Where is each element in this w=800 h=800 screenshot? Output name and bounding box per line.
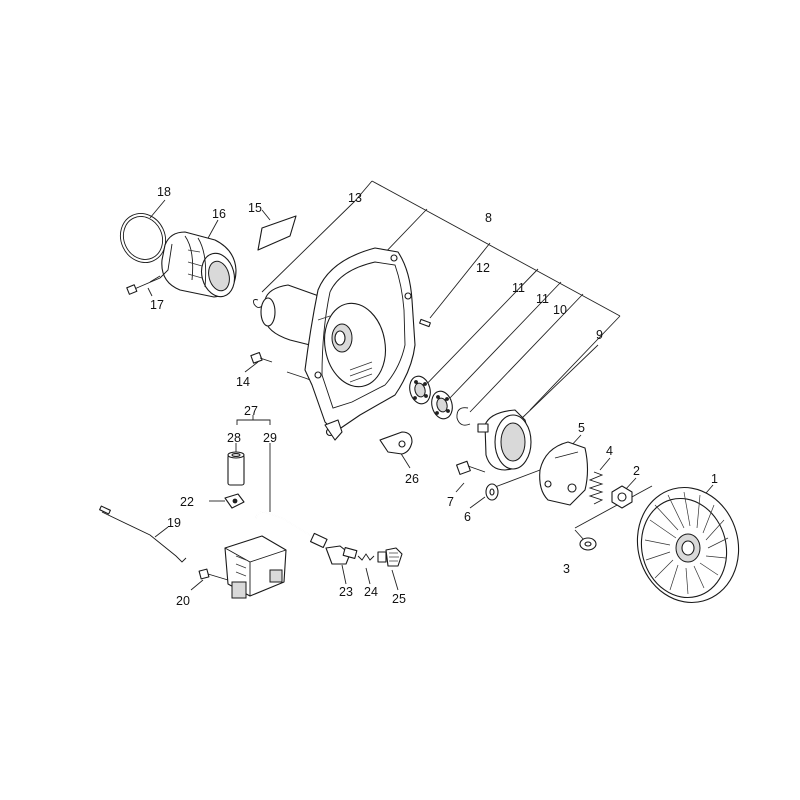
part-16-housing xyxy=(149,231,237,298)
label-9: 9 xyxy=(596,328,603,342)
part-4-spring xyxy=(588,471,604,505)
part-22-clip xyxy=(224,493,245,509)
label-8: 8 xyxy=(485,211,492,225)
label-1: 1 xyxy=(711,472,718,486)
part-26-bracket xyxy=(379,431,413,455)
label-29: 29 xyxy=(263,431,277,445)
part-6-washer xyxy=(485,483,499,501)
part-20-screw xyxy=(198,568,229,581)
label-25: 25 xyxy=(392,592,406,606)
part-10-circlip xyxy=(456,407,471,426)
leader-lines xyxy=(147,180,714,591)
label-18: 18 xyxy=(157,185,171,199)
label-4: 4 xyxy=(606,444,613,458)
label-19: 19 xyxy=(167,516,181,530)
label-23: 23 xyxy=(339,585,353,599)
part-29-ignition-lead xyxy=(255,511,328,550)
part-13-clip xyxy=(253,299,263,309)
part-1-flywheel xyxy=(636,486,740,604)
label-14: 14 xyxy=(236,375,250,389)
part-19-wire xyxy=(99,505,187,563)
label-7: 7 xyxy=(447,495,454,509)
part-12-pin xyxy=(419,318,431,328)
part-8-fan-housing xyxy=(260,247,416,441)
label-11-a: 11 xyxy=(512,281,525,295)
label-2: 2 xyxy=(633,464,640,478)
part-9-clutch-drum xyxy=(477,409,532,471)
label-6: 6 xyxy=(464,510,471,524)
label-12: 12 xyxy=(476,261,490,275)
label-20: 20 xyxy=(176,594,190,608)
label-11-b: 11 xyxy=(536,292,549,306)
callout-labels: 1 2 3 4 5 6 7 8 9 10 11 11 12 13 14 15 1… xyxy=(150,185,718,608)
label-28: 28 xyxy=(227,431,241,445)
label-3: 3 xyxy=(563,562,570,576)
label-22: 22 xyxy=(180,495,194,509)
label-24: 24 xyxy=(364,585,378,599)
label-27: 27 xyxy=(244,404,258,418)
part-18-retaining-ring xyxy=(119,213,167,263)
part-27-ignition-coil xyxy=(224,535,287,599)
part-14-screw xyxy=(250,351,273,364)
part-15-gasket xyxy=(257,215,297,251)
part-2-nut xyxy=(611,485,633,509)
label-16: 16 xyxy=(212,207,226,221)
part-3-washer xyxy=(579,537,597,551)
part-25-spark-plug xyxy=(377,547,403,567)
part-17-screw xyxy=(126,277,161,295)
label-13: 13 xyxy=(348,191,362,205)
label-17: 17 xyxy=(150,298,164,312)
part-28-sleeve xyxy=(227,451,245,486)
part-11-bearing-b xyxy=(431,390,453,420)
part-5-clutch-shoe xyxy=(539,441,589,506)
label-10: 10 xyxy=(553,303,567,317)
label-5: 5 xyxy=(578,421,585,435)
part-24-spring xyxy=(357,553,375,561)
label-15: 15 xyxy=(248,201,262,215)
part-7-bolt xyxy=(456,460,486,475)
part-11-bearing-a xyxy=(409,375,431,405)
part-23-plug-cap xyxy=(325,545,358,565)
label-26: 26 xyxy=(405,472,419,486)
